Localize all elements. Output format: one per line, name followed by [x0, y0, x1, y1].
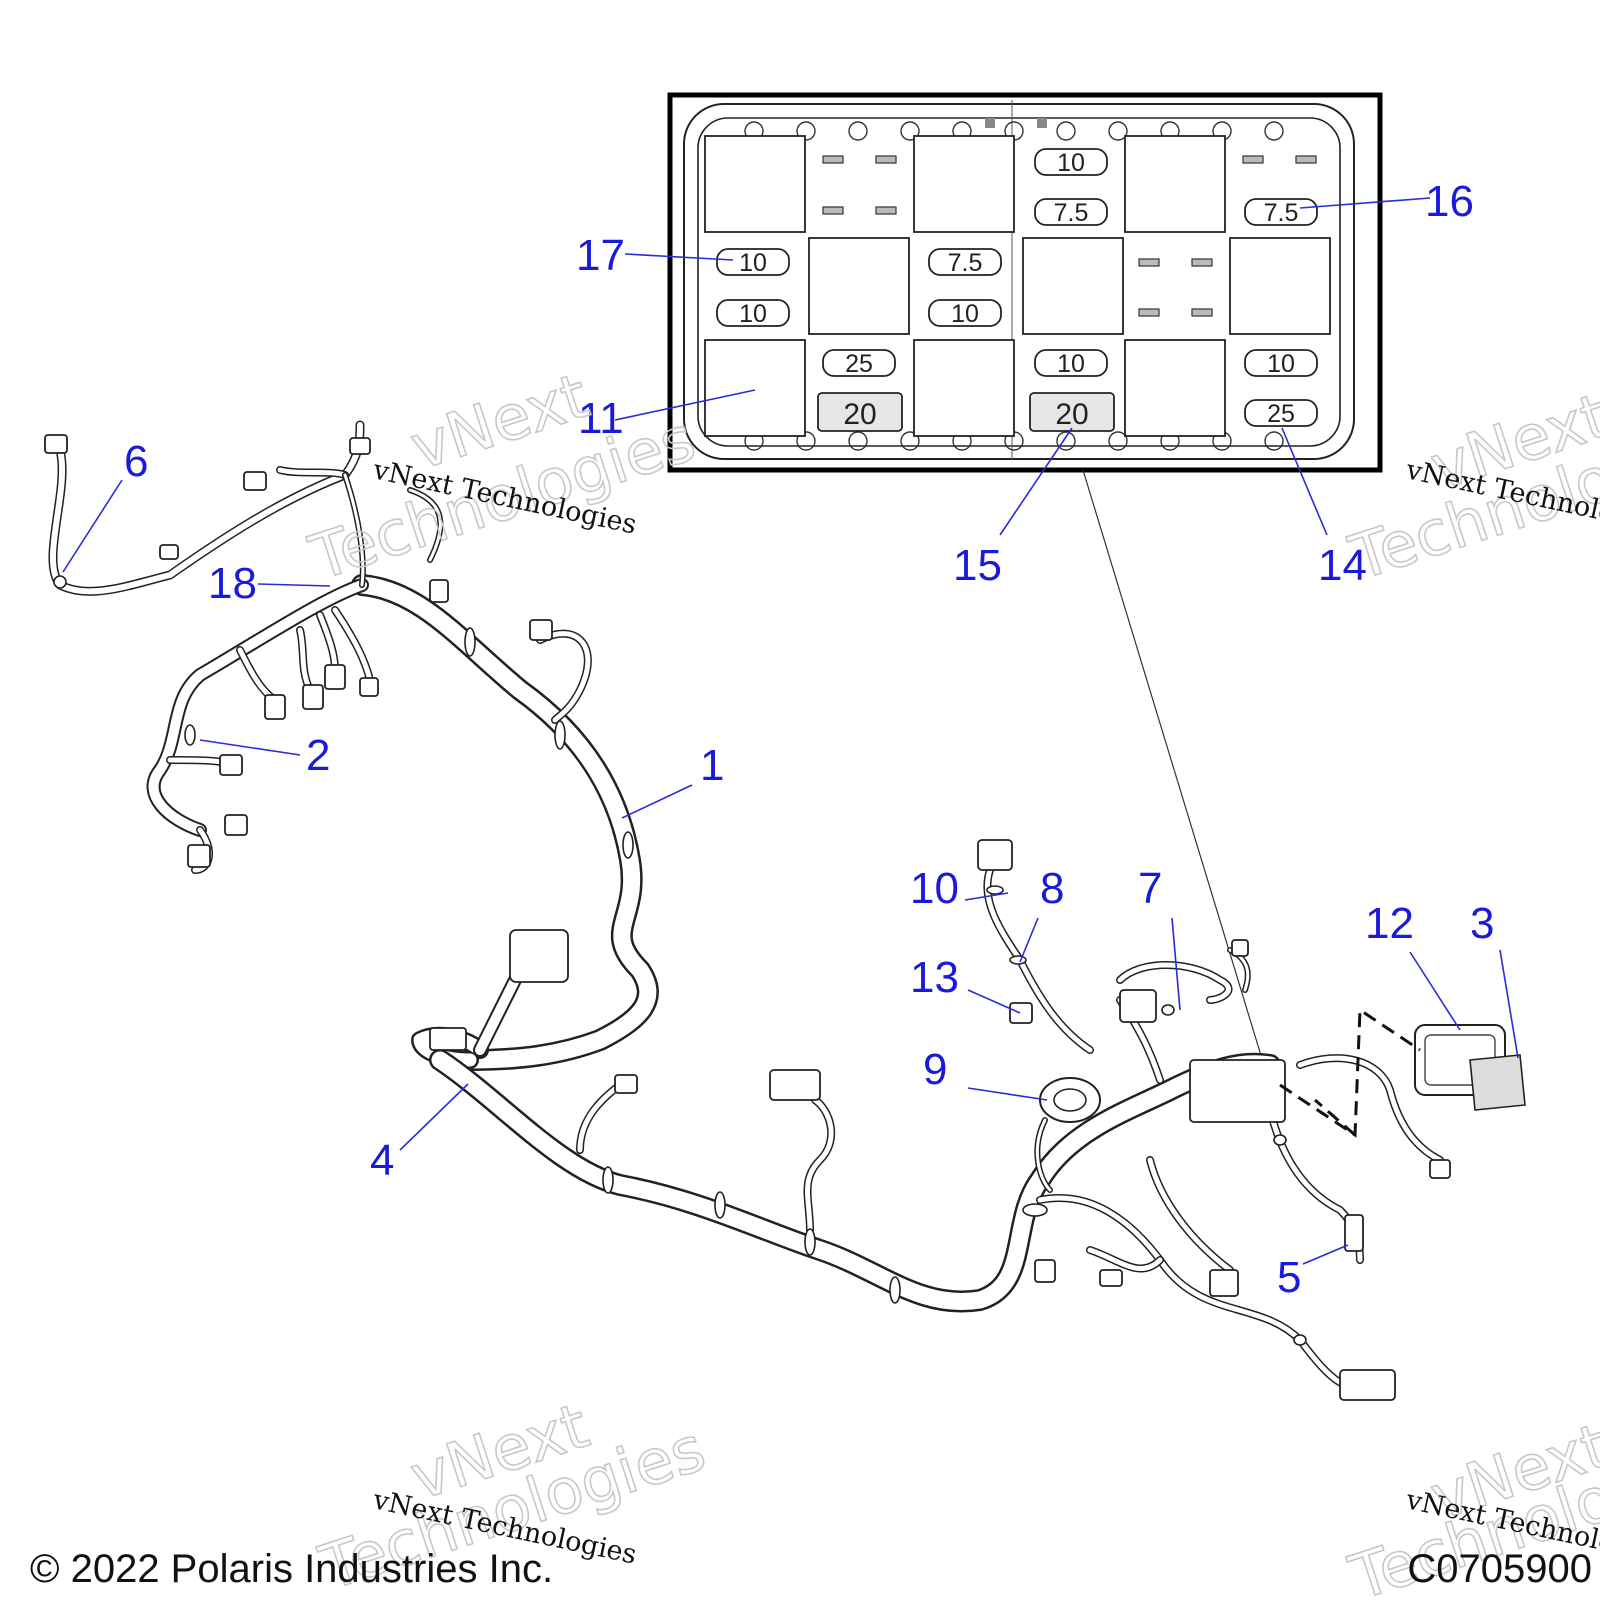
connector — [614, 1074, 638, 1094]
callout-5: 5 — [1277, 1253, 1301, 1302]
connector — [219, 754, 243, 776]
connector — [187, 844, 211, 868]
assembly-dash-lines — [1279, 1007, 1421, 1138]
callout-16: 16 — [1425, 177, 1474, 226]
fuse-rating: 25 — [845, 350, 873, 378]
callout-10: 10 — [910, 864, 959, 913]
figure-code: C0705900 — [1407, 1547, 1592, 1591]
fuse-rating: 10 — [1267, 350, 1295, 378]
callout-13: 13 — [910, 953, 959, 1002]
fuse-2: 7.5 — [1034, 198, 1108, 227]
fuse-11-maxi: 20 — [817, 392, 903, 432]
relay-slot — [913, 339, 1015, 437]
inset-projection-line — [1082, 469, 1267, 1073]
callout-17: 17 — [576, 231, 625, 280]
relay-slot — [1229, 237, 1331, 335]
connector — [1339, 1369, 1396, 1401]
connector-ecu — [509, 929, 569, 983]
connector — [224, 814, 248, 836]
fuse-12-maxi: 20 — [1029, 392, 1115, 432]
connector — [1034, 1259, 1056, 1283]
fuse-rating: 20 — [843, 398, 876, 431]
fuse-rating: 10 — [1057, 350, 1085, 378]
fuse-5: 7.5 — [928, 248, 1002, 277]
fuse-9: 10 — [1034, 349, 1108, 378]
connector — [529, 619, 553, 641]
callout-labels: 1 2 3 4 5 6 7 8 9 10 11 12 13 14 15 16 1… — [124, 177, 1494, 1302]
fuse-7: 10 — [928, 299, 1002, 328]
connectors — [44, 434, 1451, 1401]
connector — [1231, 939, 1249, 957]
fuse-box-tab — [985, 118, 995, 128]
leader-lines — [62, 197, 1519, 1265]
relay-slot — [1022, 237, 1124, 335]
copyright-text: © 2022 Polaris Industries Inc. — [30, 1547, 553, 1591]
connector-13 — [1009, 1002, 1033, 1024]
fuse-rating: 10 — [739, 249, 767, 277]
callout-1: 1 — [700, 741, 724, 790]
callout-14: 14 — [1318, 541, 1367, 590]
connector — [264, 694, 286, 720]
callout-15: 15 — [953, 541, 1002, 590]
fuse-rating: 7.5 — [948, 249, 983, 277]
relay-slot — [704, 339, 806, 437]
connector — [429, 1027, 467, 1051]
relay-slot — [1124, 339, 1226, 437]
callout-12: 12 — [1365, 899, 1414, 948]
fuse-rating: 25 — [1267, 400, 1295, 428]
main-harness — [48, 420, 1444, 1392]
harness-clips — [53, 575, 1307, 1346]
fuse-box-on-harness — [1189, 1059, 1286, 1123]
callout-2: 2 — [306, 731, 330, 780]
fuse-box-tab — [1037, 118, 1047, 128]
connector — [44, 434, 68, 454]
callout-9: 9 — [923, 1045, 947, 1094]
fuse-rating: 7.5 — [1054, 199, 1089, 227]
callout-6: 6 — [124, 437, 148, 486]
connector — [159, 544, 179, 560]
footer: © 2022 Polaris Industries Inc. C0705900 — [30, 1547, 1592, 1591]
connector — [1209, 1269, 1239, 1297]
connector — [359, 677, 379, 697]
fuse-10: 10 — [1244, 349, 1318, 378]
connector — [302, 684, 324, 710]
fuse-13: 25 — [1244, 399, 1318, 428]
callout-4: 4 — [370, 1136, 394, 1185]
callout-11: 11 — [578, 394, 624, 443]
fuse-4: 10 — [716, 248, 790, 277]
fuse-rating: 10 — [739, 300, 767, 328]
connector — [349, 437, 371, 455]
fuse-1: 10 — [1034, 148, 1108, 177]
connector — [324, 664, 346, 690]
fuse-3: 7.5 — [1244, 198, 1318, 227]
relay-slot — [704, 135, 806, 233]
fuse-rating: 10 — [951, 300, 979, 328]
connector — [1099, 1269, 1123, 1287]
relay-slot — [913, 135, 1015, 233]
fuse-rating: 10 — [1057, 149, 1085, 177]
fuse-rating: 20 — [1055, 398, 1088, 431]
callout-7: 7 — [1138, 864, 1162, 913]
connector — [243, 471, 267, 491]
callout-3: 3 — [1470, 899, 1494, 948]
relay-slot — [808, 237, 910, 335]
fuse-rating: 7.5 — [1264, 199, 1299, 227]
connector — [1119, 989, 1157, 1023]
label-3 — [1469, 1054, 1526, 1111]
connector — [769, 1069, 821, 1101]
fuse-8: 25 — [822, 349, 896, 378]
relay-slots — [704, 135, 1331, 437]
relay-slot — [1124, 135, 1226, 233]
connector — [977, 839, 1013, 871]
empty-fuse-slots — [822, 155, 1317, 317]
callout-18: 18 — [208, 559, 257, 608]
connector — [429, 579, 449, 603]
fuse-6: 10 — [716, 299, 790, 328]
callout-8: 8 — [1040, 864, 1064, 913]
connector — [1429, 1159, 1451, 1179]
connector — [1344, 1214, 1364, 1252]
fuse-box-inner — [697, 117, 1341, 447]
fuse-box-inset: 10 7.5 7.5 10 7.5 10 10 25 — [667, 92, 1383, 473]
